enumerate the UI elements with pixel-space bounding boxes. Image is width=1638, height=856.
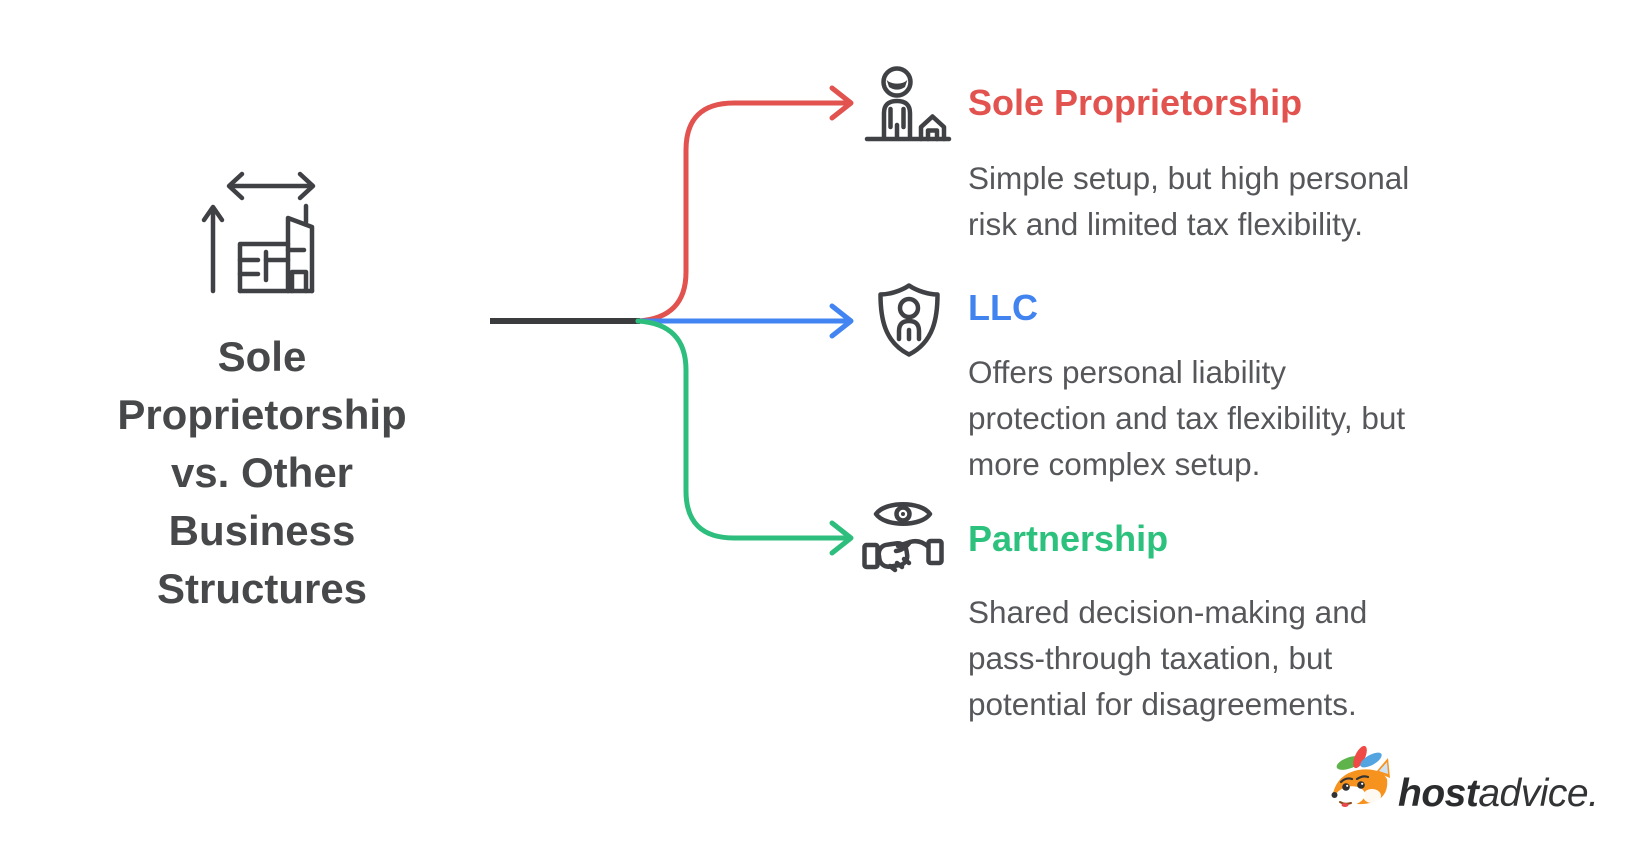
main-title-line: Sole	[217, 333, 307, 380]
main-title-line: Business	[168, 507, 356, 554]
logo-text-host: host	[1398, 772, 1479, 815]
hostadvice-logo-text: hostadvice.	[1398, 772, 1599, 815]
person-with-house-icon	[862, 58, 954, 144]
building-with-growth-arrows-icon	[200, 160, 332, 296]
branch-label-llc: LLC	[968, 287, 1038, 328]
description-line: Shared decision-making and	[968, 594, 1368, 630]
main-title-line: Proprietorship	[117, 391, 407, 438]
description-line: Offers personal liability	[968, 354, 1287, 390]
branch-line-sole-proprietorship	[635, 85, 854, 324]
branch-line-partnership	[635, 318, 854, 556]
branch-label-sole-proprietorship: Sole Proprietorship	[968, 82, 1303, 123]
main-title-line: vs. Other	[170, 449, 354, 496]
branch-description-partnership: Shared decision-making and pass-through …	[968, 589, 1367, 727]
description-line: Simple setup, but high personal	[968, 160, 1410, 196]
description-line: risk and limited tax flexibility.	[968, 206, 1364, 242]
eye-handshake-icon	[862, 495, 944, 581]
hostadvice-fox-icon	[1330, 745, 1396, 808]
branch-description-sole-proprietorship: Simple setup, but high personal risk and…	[968, 155, 1409, 247]
main-title-line: Structures	[156, 565, 368, 612]
shield-person-icon	[873, 281, 945, 359]
description-line: pass-through taxation, but	[968, 640, 1333, 676]
branch-line-llc	[635, 303, 854, 339]
description-line: protection and tax flexibility, but	[968, 400, 1406, 436]
main-title: Sole Proprietorship vs. Other Business S…	[30, 328, 494, 618]
description-line: more complex setup.	[968, 446, 1261, 482]
description-line: potential for disagreements.	[968, 686, 1357, 722]
logo-text-advice: advice.	[1478, 772, 1599, 815]
branch-label-partnership: Partnership	[968, 518, 1169, 559]
branch-description-llc: Offers personal liability protection and…	[968, 349, 1405, 487]
